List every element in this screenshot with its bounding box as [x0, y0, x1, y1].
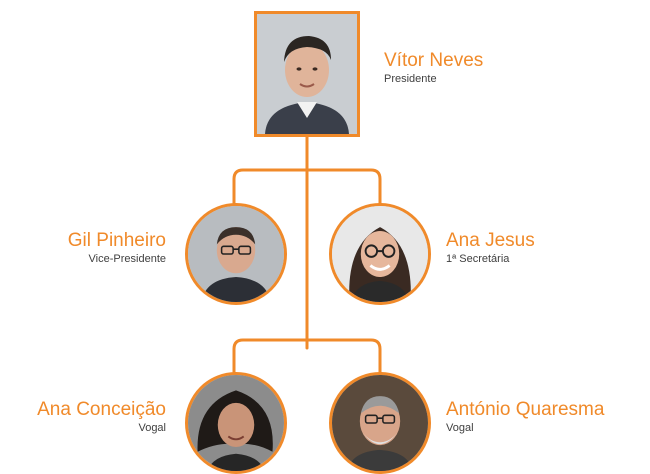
branch-row-2 [232, 338, 382, 374]
vice-president-photo [185, 203, 287, 305]
first-secretary-name: Ana Jesus [446, 230, 535, 251]
member-1-name: Ana Conceição [37, 399, 166, 420]
member-2-label: António Quaresma Vogal [446, 399, 604, 435]
member-1-photo [185, 372, 287, 474]
president-name: Vítor Neves [384, 50, 484, 71]
vice-president-label: Gil Pinheiro Vice-Presidente [68, 230, 166, 266]
vice-president-portrait [188, 206, 284, 302]
member-2-name: António Quaresma [446, 399, 605, 420]
first-secretary-role: 1ª Secretária [446, 253, 510, 265]
vice-president-role: Vice-Presidente [88, 253, 166, 265]
president-portrait [257, 14, 357, 134]
president-photo [254, 11, 360, 137]
first-secretary-photo [329, 203, 431, 305]
member-1-label: Ana Conceição Vogal [37, 399, 166, 435]
member-2-portrait [332, 375, 428, 471]
vice-president-name: Gil Pinheiro [67, 230, 166, 251]
branch-row-1 [232, 168, 382, 205]
first-secretary-portrait [332, 206, 428, 302]
member-1-role: Vogal [138, 422, 166, 434]
president-label: Vítor Neves Presidente [384, 50, 483, 86]
member-1-portrait [188, 375, 284, 471]
president-role: Presidente [384, 73, 437, 85]
first-secretary-label: Ana Jesus 1ª Secretária [446, 230, 535, 266]
member-2-role: Vogal [446, 422, 474, 434]
member-2-photo [329, 372, 431, 474]
